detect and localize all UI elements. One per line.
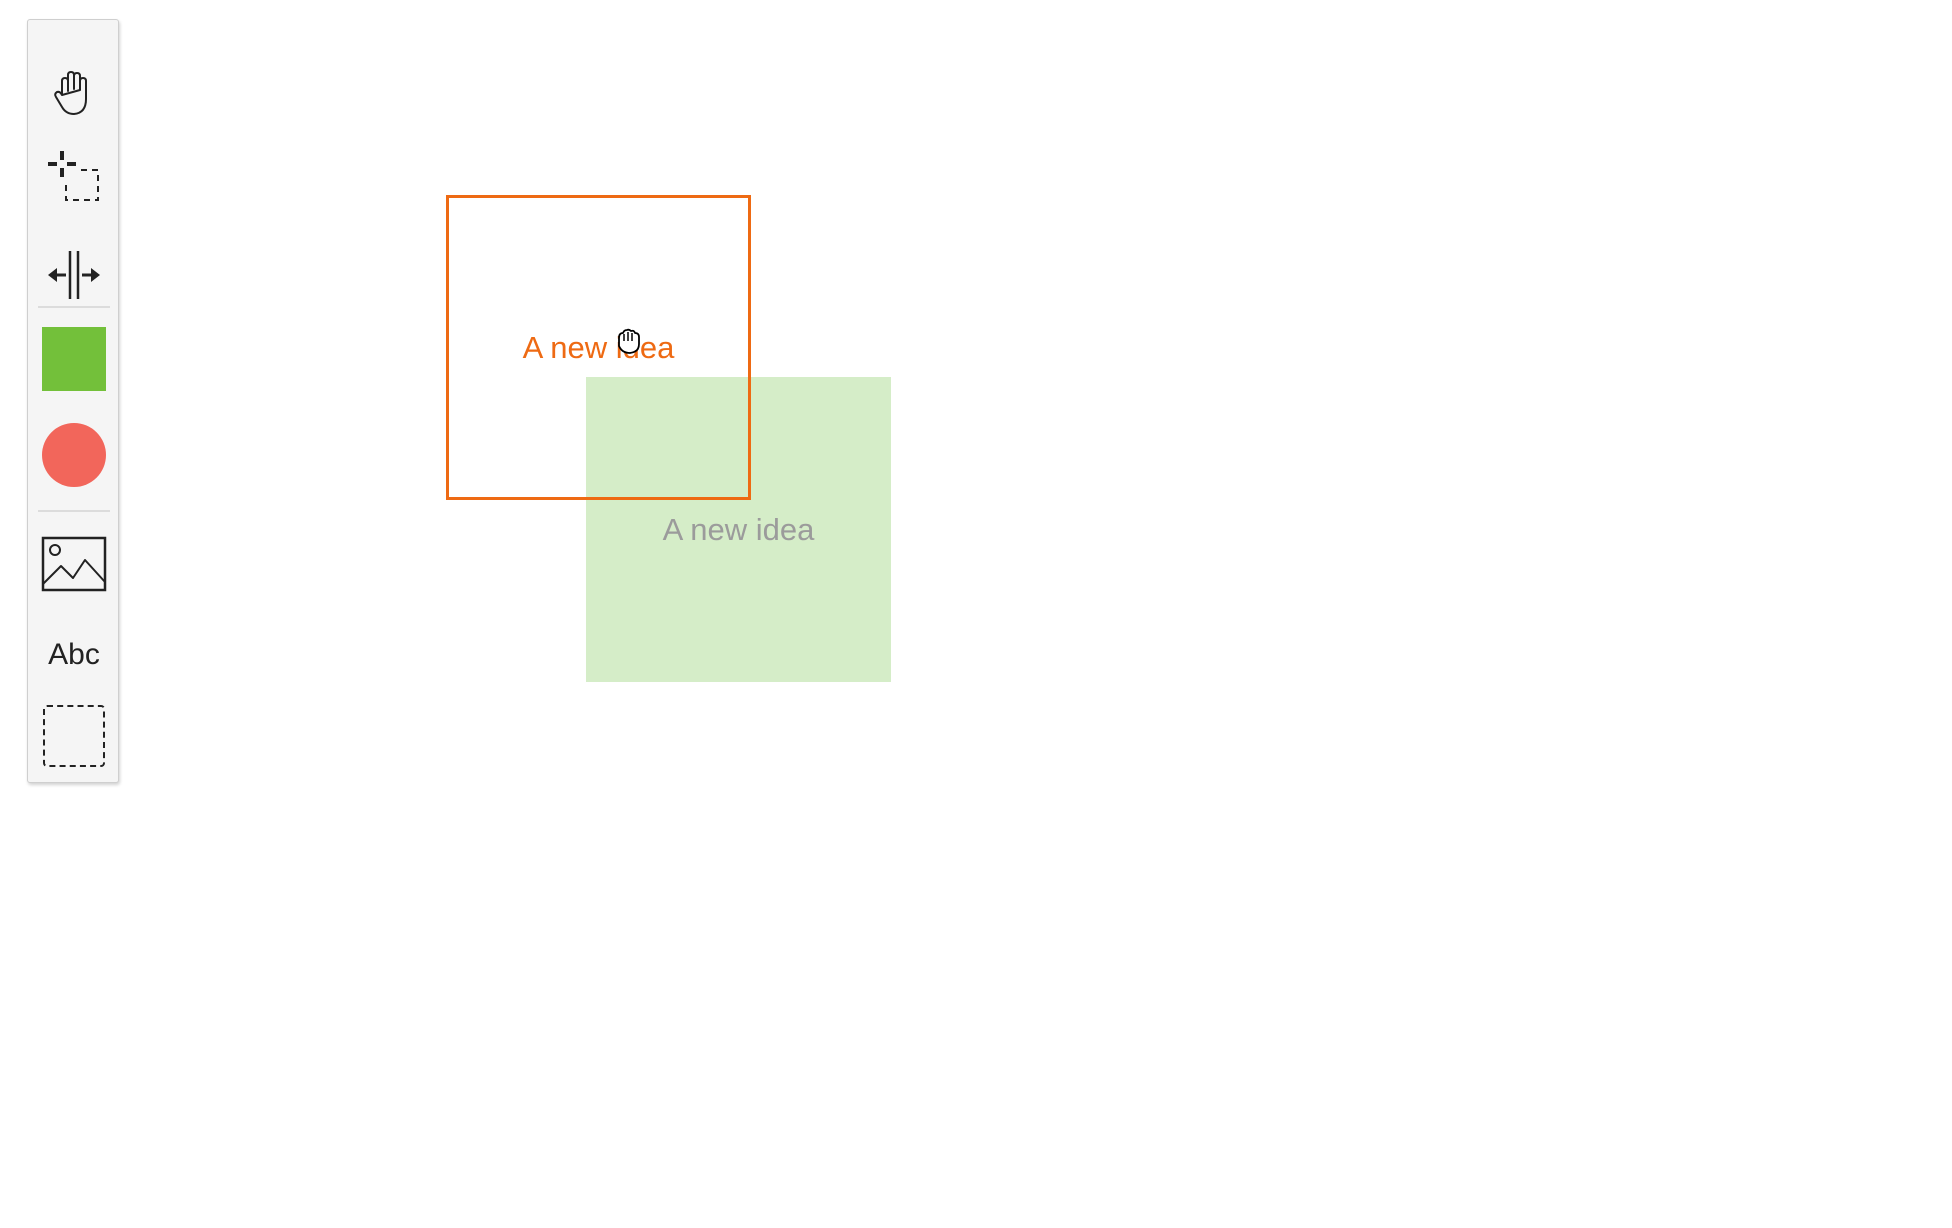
text-tool-button[interactable]: Abc [28,630,120,680]
grab-hand-cursor-icon [618,328,640,354]
circle-shape-tool-button[interactable] [28,420,120,490]
circle-icon [42,423,106,487]
square-shape-tool-button[interactable] [28,324,120,394]
group-tool-button[interactable] [28,701,120,771]
toolbar-divider [38,510,110,512]
selected-idea-node-label: A new idea [522,329,675,365]
crosshair-dashed-select-icon [48,151,99,201]
idea-node-label: A new idea [662,511,815,547]
marquee-select-tool-button[interactable] [28,142,120,212]
selected-idea-node[interactable]: A new idea [446,195,751,500]
text-icon: Abc [48,638,100,671]
image-tool-button[interactable] [28,529,120,599]
resize-horizontal-icon [48,251,100,299]
image-icon [41,536,107,592]
spacing-tool-button[interactable] [28,240,120,310]
square-icon [42,327,106,391]
pan-tool-button[interactable] [28,58,120,128]
dashed-rectangle-icon [43,705,105,767]
hand-icon [54,71,87,115]
toolbar: Abc [27,19,119,783]
toolbar-divider [38,306,110,308]
idea-node[interactable]: A new idea [586,377,891,682]
